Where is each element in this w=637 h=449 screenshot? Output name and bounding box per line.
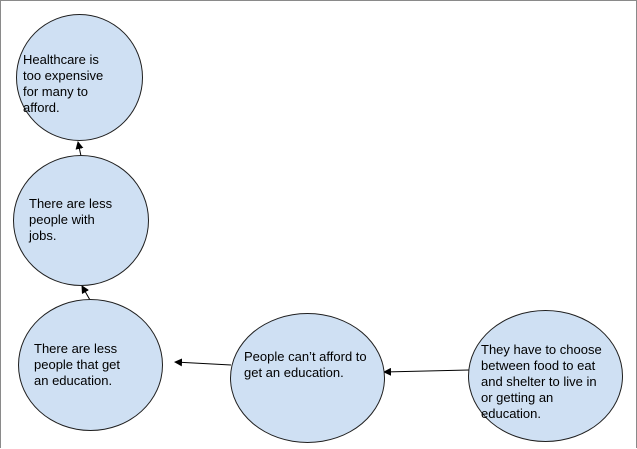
arrow-cant-afford-to-education-less bbox=[174, 358, 232, 367]
node-cant-afford bbox=[230, 313, 385, 443]
node-jobs bbox=[13, 155, 149, 286]
node-choose-label: They have to choose between food to eat … bbox=[481, 342, 602, 421]
node-education-less bbox=[18, 299, 163, 431]
node-healthcare-label: Healthcare is too expensive for many to … bbox=[23, 52, 104, 115]
arrow-jobs-to-healthcare bbox=[75, 141, 84, 157]
node-jobs-label: There are less people with jobs. bbox=[29, 196, 113, 243]
arrow-education-less-to-jobs bbox=[81, 285, 91, 301]
node-education-less-label: There are less people that get an educat… bbox=[34, 341, 121, 388]
node-choose bbox=[468, 310, 623, 442]
node-healthcare bbox=[16, 14, 143, 141]
arrow-choose-to-cant-afford bbox=[383, 367, 470, 376]
node-cant-afford-label: People can’t afford to get an education. bbox=[244, 349, 367, 380]
